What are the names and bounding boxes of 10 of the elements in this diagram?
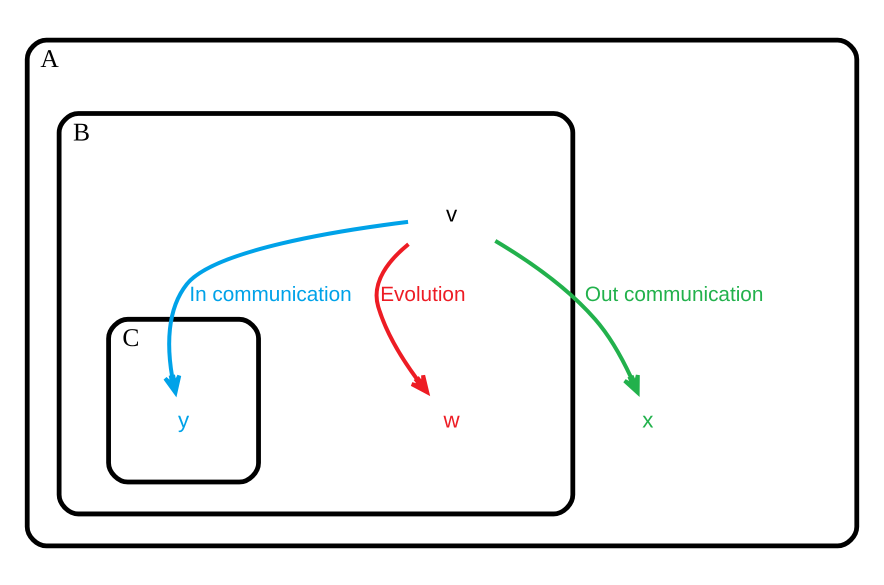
node-text: x xyxy=(642,406,654,432)
arrow xyxy=(494,238,640,394)
edge-label: Out communication xyxy=(584,282,764,306)
node-text: w xyxy=(444,406,460,432)
node-text: y xyxy=(178,406,190,432)
edge-label: Evolution xyxy=(380,282,466,306)
arrow xyxy=(374,242,430,394)
node-text: v xyxy=(446,201,458,226)
arrow xyxy=(163,219,408,394)
edge-label: In communication xyxy=(189,282,352,306)
